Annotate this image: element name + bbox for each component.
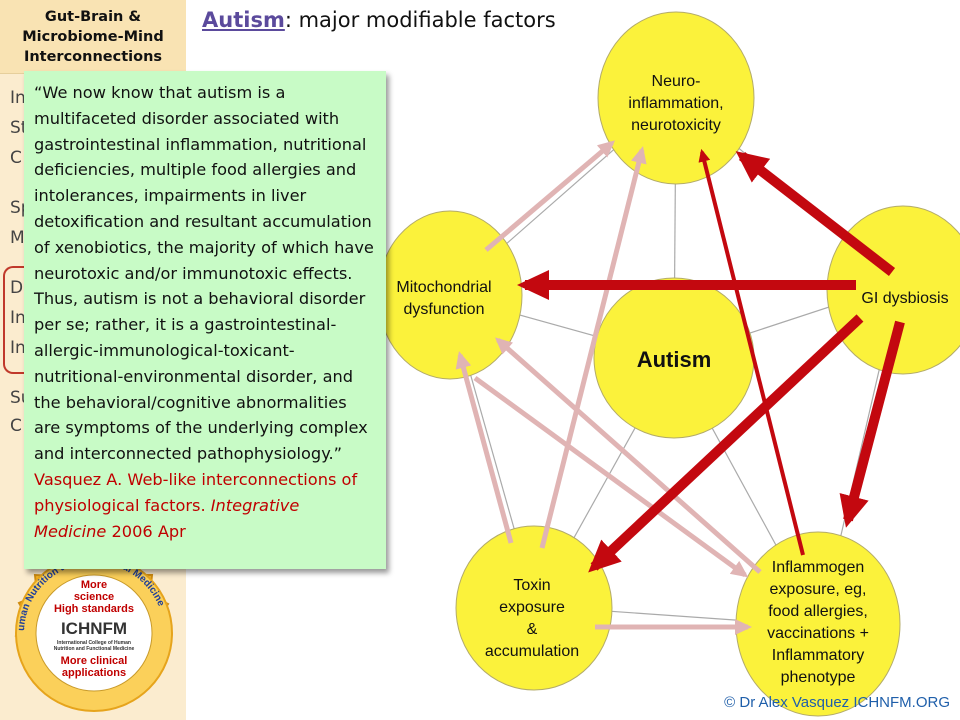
strong-arrows bbox=[517, 148, 905, 573]
sidebar-item[interactable]: In bbox=[10, 308, 26, 328]
node-label: vaccinations + bbox=[767, 625, 869, 642]
badge-logo-sub: Nutrition and Functional Medicine bbox=[54, 646, 135, 652]
slide-title: Autism: major modifiable factors bbox=[202, 8, 556, 32]
weak-arrows bbox=[455, 140, 762, 635]
quote-box: “We now know that autism is a multifacet… bbox=[24, 71, 386, 569]
arrow-mito-to-neuro bbox=[484, 140, 616, 252]
node-autism-center: Autism bbox=[593, 277, 755, 439]
badge-line4: More clinical bbox=[61, 655, 128, 667]
arrow-mito-to-inflam bbox=[473, 375, 749, 578]
node-label: accumulation bbox=[485, 643, 579, 660]
sidebar-title-line: Gut-Brain & bbox=[44, 8, 142, 25]
badge-line5: applications bbox=[62, 667, 126, 679]
arrow-toxin-to-neuro bbox=[539, 146, 647, 549]
title-keyword: Autism bbox=[202, 8, 285, 32]
node-label: Mitochondrial bbox=[396, 279, 491, 296]
arrow-inflam-to-neuro bbox=[698, 148, 805, 556]
badge-logo-sub: International College of Human bbox=[57, 640, 131, 646]
badge-logo: ICHNFM bbox=[61, 619, 127, 638]
badge-line1: More bbox=[81, 579, 107, 591]
arrow-gi-to-toxin bbox=[588, 314, 864, 573]
node-label: phenotype bbox=[781, 669, 856, 686]
badge-line3: High standards bbox=[54, 603, 134, 615]
quote-text: “We now know that autism is a multifacet… bbox=[34, 83, 374, 464]
node-inflammogen: Inflammogen exposure, eg, food allergies… bbox=[735, 531, 901, 717]
node-label: inflammation, bbox=[628, 95, 723, 112]
node-label: dysfunction bbox=[404, 301, 485, 318]
arrow-inflam-to-mito bbox=[495, 337, 762, 574]
node-label: GI dysbiosis bbox=[861, 290, 948, 307]
node-label: exposure bbox=[499, 599, 565, 616]
sidebar-title-line: Microbiome-Mind bbox=[22, 28, 164, 45]
node-label: Neuro- bbox=[652, 73, 701, 90]
node-label: exposure, eg, bbox=[770, 581, 867, 598]
node-label: neurotoxicity bbox=[631, 117, 721, 134]
sidebar-item[interactable]: M bbox=[10, 228, 25, 248]
node-label: food allergies, bbox=[768, 603, 868, 620]
ichnfm-badge: ICHNFM.ORG • International College of Hu… bbox=[4, 548, 173, 712]
citation-journal: Integrative Medicine bbox=[34, 495, 300, 541]
arrow-gi-to-neuro bbox=[735, 151, 896, 276]
center-label: Autism bbox=[637, 347, 712, 372]
arrow-gi-to-inflam bbox=[839, 320, 905, 528]
node-label: Inflammatory bbox=[772, 647, 864, 664]
citation-text: Vasquez A. Web-like interconnections of … bbox=[34, 469, 358, 515]
sidebar-item[interactable]: D bbox=[10, 278, 24, 298]
title-rest: : major modifiable factors bbox=[284, 8, 556, 32]
sidebar-item[interactable]: In bbox=[10, 338, 26, 358]
node-label: Inflammogen bbox=[772, 559, 865, 576]
sidebar-item[interactable]: C bbox=[10, 148, 22, 168]
sidebar-title: Gut-Brain & Microbiome-Mind Interconnect… bbox=[0, 0, 186, 74]
node-toxin: Toxin exposure & accumulation bbox=[455, 525, 613, 691]
node-label: & bbox=[527, 621, 538, 638]
sidebar-item[interactable]: In bbox=[10, 88, 26, 108]
node-label: Toxin bbox=[513, 577, 550, 594]
sidebar-title-line: Interconnections bbox=[23, 48, 163, 65]
copyright[interactable]: © Dr Alex Vasquez ICHNFM.ORG bbox=[724, 694, 950, 711]
quote-citation: Vasquez A. Web-like interconnections of … bbox=[34, 470, 357, 541]
sidebar-item[interactable]: C bbox=[10, 416, 22, 436]
badge-line2: science bbox=[74, 591, 114, 603]
sidebar-item[interactable]: St bbox=[10, 118, 28, 138]
arrow-toxin-to-mito bbox=[455, 351, 514, 544]
citation-date: 2006 Apr bbox=[111, 521, 186, 541]
node-neuro: Neuro- inflammation, neurotoxicity bbox=[597, 11, 755, 185]
